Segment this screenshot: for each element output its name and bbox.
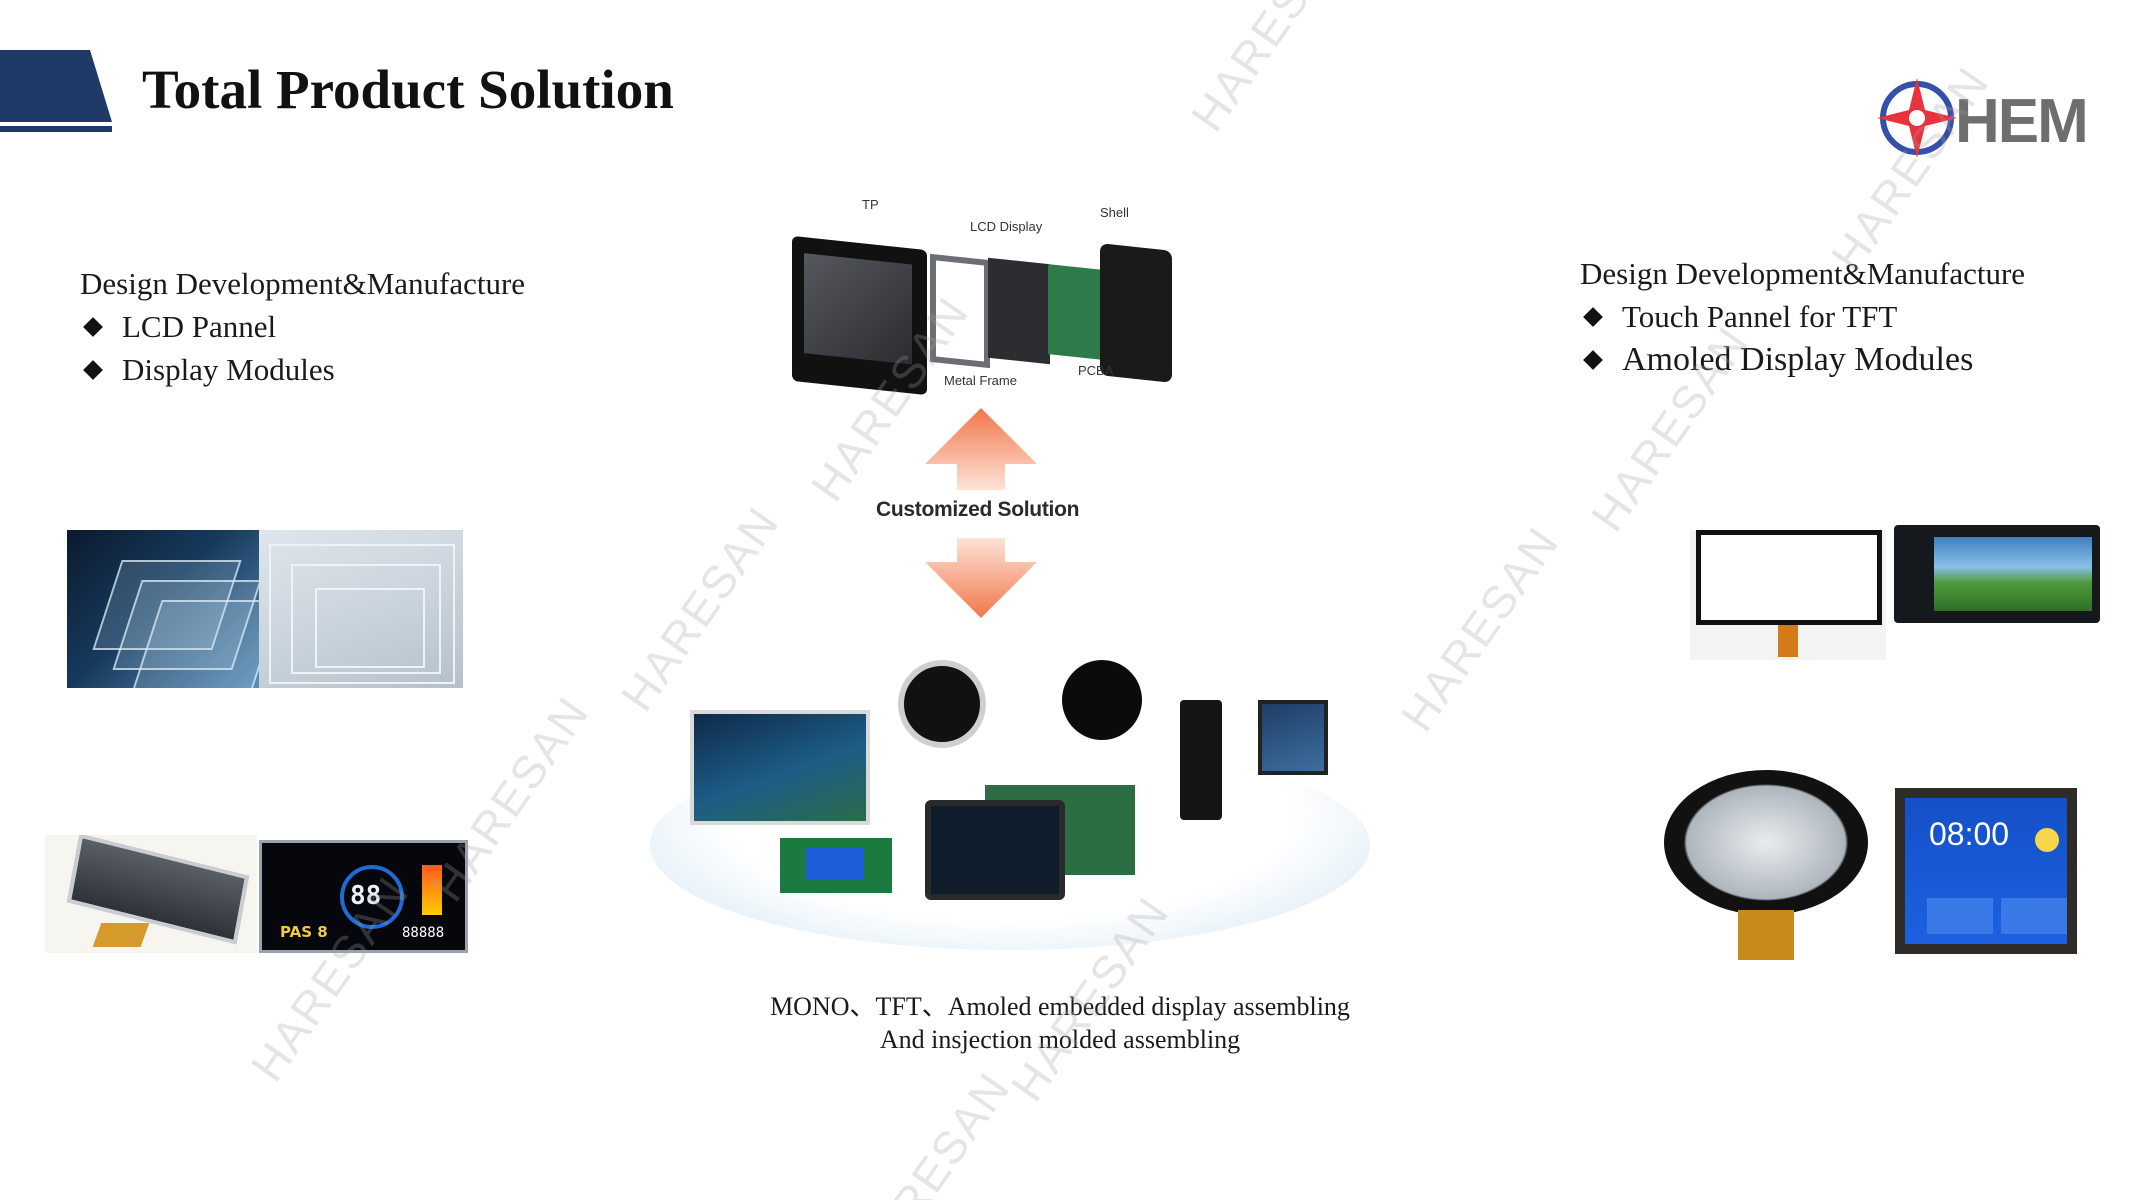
touch-panel-photo <box>1690 530 1886 660</box>
company-logo: HEM <box>1875 76 2125 160</box>
ebike-display-photo: 88 PAS 8 88888 <box>259 840 468 953</box>
right-feature-item-label: Amoled Display Modules <box>1622 341 1974 378</box>
oval-amoled-photo <box>1664 770 1868 915</box>
label-shell: Shell <box>1100 205 1129 220</box>
title-accent-bar <box>0 50 112 132</box>
right-feature-list: Design Development&Manufacture Touch Pan… <box>1580 252 2025 381</box>
right-feature-heading: Design Development&Manufacture <box>1580 256 2026 291</box>
label-metal-frame: Metal Frame <box>944 373 1017 388</box>
clock-time-readout: 08:00 <box>1929 816 2010 852</box>
left-feature-item-label: LCD Pannel <box>122 309 277 344</box>
label-pcba: PCBA <box>1078 363 1114 378</box>
watermark: HARESAN <box>1180 0 1360 141</box>
left-feature-list: Design Development&Manufacture LCD Panne… <box>80 262 525 391</box>
watermark: HARESAN <box>1390 516 1570 741</box>
round-display-photo <box>898 660 986 748</box>
diamond-bullet-icon <box>83 359 103 380</box>
diamond-bullet-icon <box>83 316 103 337</box>
exploded-module-diagram: TP LCD Display Shell Metal Frame PCBA <box>780 195 1180 396</box>
left-feature-item-label: Display Modules <box>122 352 335 387</box>
dash-pas-readout: PAS 8 <box>280 923 328 941</box>
watermark: HARESAN <box>420 686 600 911</box>
bar-display-photo <box>1180 700 1222 820</box>
double-arrow-icon <box>925 408 1037 618</box>
mono-lcd-module-photo <box>45 835 257 953</box>
compass-logo-icon <box>1877 78 1957 158</box>
watermark: RESAN <box>880 1062 1021 1200</box>
tft-display-photo <box>690 710 870 825</box>
caption-line: And insjection molded assembling <box>879 1025 1241 1054</box>
dash-odo-readout: 88888 <box>402 925 445 941</box>
right-feature-item-label: Touch Pannel for TFT <box>1622 299 1898 334</box>
diamond-bullet-icon <box>1583 349 1603 370</box>
left-feature-item: LCD Pannel <box>80 305 525 348</box>
dash-speed-readout: 88 <box>350 881 382 911</box>
assembling-caption: MONO、TFT、Amoled embedded display assembl… <box>560 990 1560 1056</box>
right-feature-item: Amoled Display Modules <box>1580 338 2025 381</box>
left-feature-item: Display Modules <box>80 348 525 391</box>
small-lcd-board-photo <box>780 838 892 893</box>
page-title: Total Product Solution <box>142 59 674 120</box>
round-display-photo <box>1062 660 1142 740</box>
amoled-clock-display-photo: 08:00 <box>1895 788 2077 954</box>
tft-touch-module-photo <box>1894 525 2100 623</box>
label-lcd-display: LCD Display <box>970 219 1043 234</box>
customized-solution-label: Customized Solution <box>876 498 1080 521</box>
sun-icon <box>2035 828 2059 852</box>
logo-text: HEM <box>1955 87 2089 156</box>
watermark: HARESAN <box>610 496 790 721</box>
right-feature-item: Touch Pannel for TFT <box>1580 295 2025 338</box>
caption-line: MONO、TFT、Amoled embedded display assembl… <box>770 992 1350 1021</box>
glass-panels-photo <box>67 530 259 688</box>
diamond-bullet-icon <box>1583 306 1603 327</box>
square-display-photo <box>1258 700 1328 775</box>
flex-cable-photo <box>1738 910 1794 960</box>
label-tp: TP <box>862 197 879 212</box>
tablet-display-photo <box>925 800 1065 900</box>
lcd-panel-sheet-photo <box>259 530 463 688</box>
left-feature-heading: Design Development&Manufacture <box>80 266 526 301</box>
